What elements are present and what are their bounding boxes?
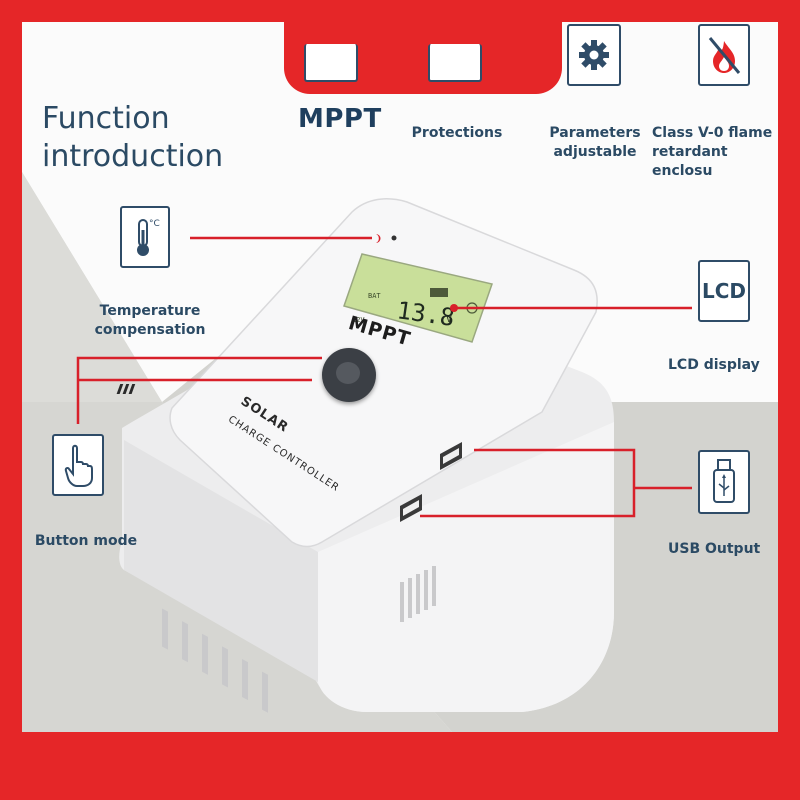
button-mode-label: Button mode (34, 533, 138, 549)
usb-drive-icon (698, 450, 750, 514)
title-line-2: introduction (42, 139, 224, 174)
feature-mppt-label: MPPT (298, 104, 382, 134)
floor-left-shadow (22, 172, 452, 732)
callout-markers (308, 234, 480, 522)
shield-icon (428, 44, 482, 82)
lcd-sys-label: 12V (352, 316, 365, 324)
thermometer-icon: °C (120, 206, 170, 268)
device-right-face (318, 422, 614, 712)
usb-port-top (440, 442, 462, 470)
no-fire-icon (698, 24, 750, 86)
temperature-compensation-label: Temperature compensation (94, 303, 206, 338)
product-panel: Function introduction (22, 22, 778, 732)
lcd-bat-label: BAT (368, 292, 381, 300)
side-vents (162, 608, 268, 713)
lcd-icon: LCD (698, 260, 750, 322)
lcd-unit: V (446, 314, 452, 325)
section-title: Function introduction (42, 100, 223, 176)
usb-output-label: USB Output (668, 541, 761, 557)
temperature-sensor (391, 235, 397, 241)
usb-port-bottom (400, 494, 422, 522)
feature-protections-label: Protections (411, 125, 503, 141)
charge-controller-device: 13.8 V BAT 12V (76, 198, 692, 713)
gear-icon (567, 24, 621, 86)
lcd-icon-text: LCD (701, 279, 747, 303)
lcd-display-label: LCD display (668, 357, 760, 373)
device-mode-button-cap (336, 362, 360, 384)
lcd-battery-glyph (430, 288, 448, 297)
device-left-face (124, 440, 318, 682)
front-vents (400, 566, 436, 622)
title-line-1: Function (42, 101, 170, 136)
mppt-icon (304, 44, 358, 82)
feature-flame-label: Class V-0 flame retardant enclosu (652, 125, 773, 179)
lcd-screen (343, 253, 493, 343)
feature-parameters-label: Parameters adjustable (549, 125, 641, 160)
callout-lines (76, 236, 692, 518)
thermometer-unit: °C (149, 219, 160, 229)
floor-left-band (22, 172, 162, 402)
finger-press-icon (52, 434, 104, 496)
brand-stripes (116, 384, 136, 394)
